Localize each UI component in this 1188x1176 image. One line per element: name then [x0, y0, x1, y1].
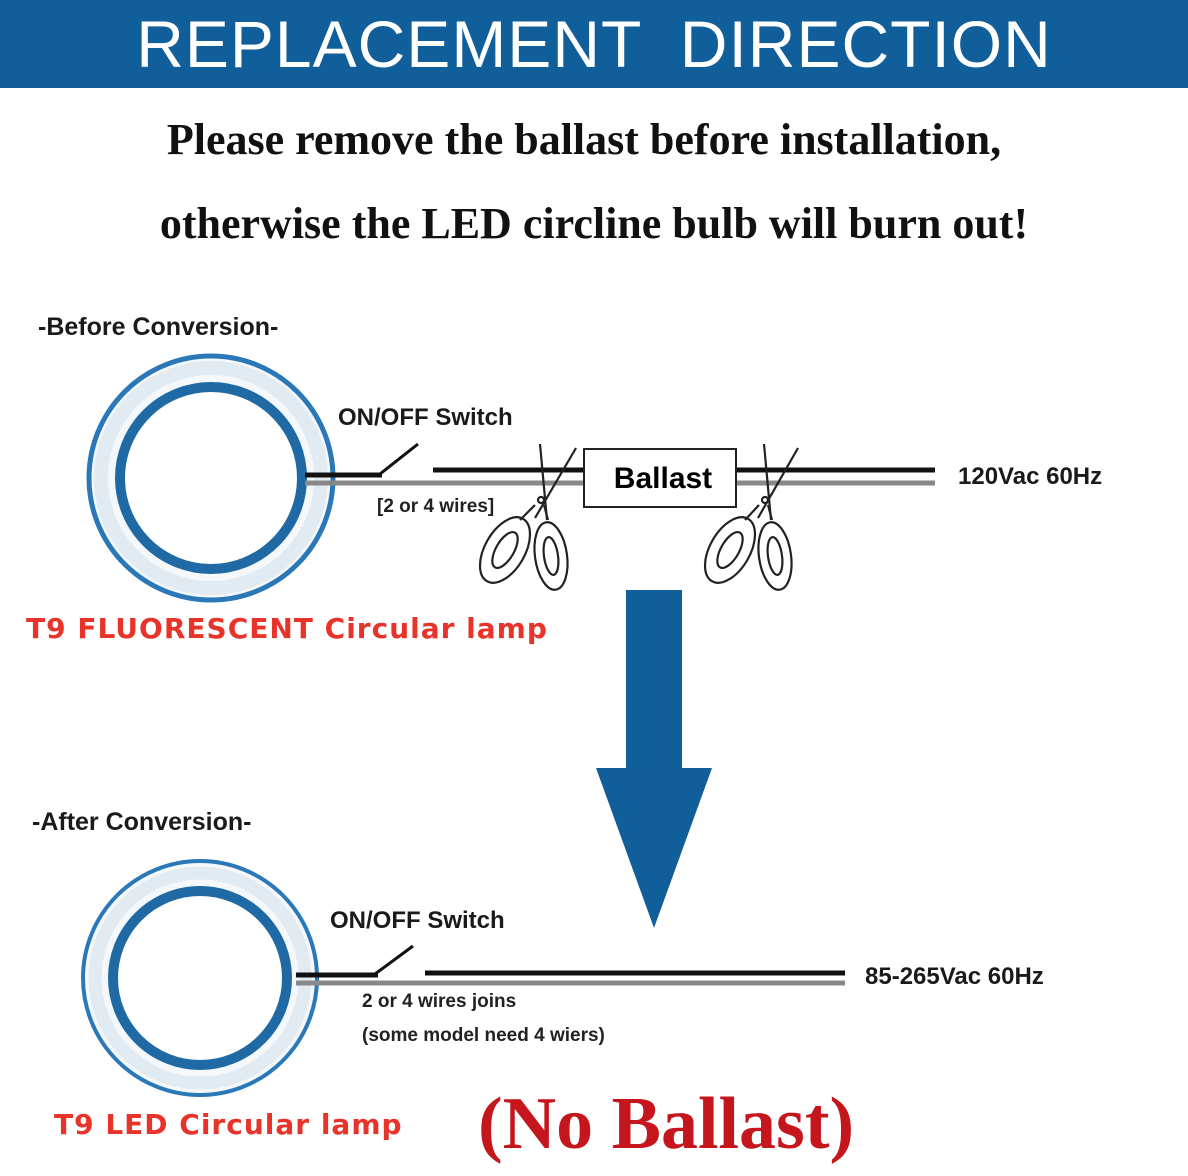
- ballast-label: Ballast: [614, 462, 712, 495]
- after-wires-note: (some model need 4 wiers): [362, 1025, 605, 1046]
- page-title: REPLACEMENT DIRECTION: [136, 7, 1052, 81]
- after-switch-label: ON/OFF Switch: [330, 907, 505, 934]
- before-conversion-heading: -Before Conversion-: [38, 313, 279, 341]
- after-wires-label: 2 or 4 wires joins: [362, 991, 517, 1012]
- after-voltage-label: 85-265Vac 60Hz: [865, 963, 1044, 990]
- ballast-box: [583, 448, 737, 508]
- fluorescent-lamp-icon: [86, 353, 336, 603]
- before-switch-label: ON/OFF Switch: [338, 404, 513, 431]
- down-arrow-icon: [596, 590, 712, 928]
- warning-line-2: otherwise the LED circline bulb will bur…: [159, 199, 1029, 248]
- after-wiring: [296, 944, 845, 986]
- fluorescent-lamp-label: T9 FLUORESCENT Circular lamp: [26, 612, 548, 645]
- title-banner: [0, 0, 1188, 88]
- before-voltage-label: 120Vac 60Hz: [958, 463, 1103, 490]
- no-ballast-label: (No Ballast): [478, 1083, 855, 1165]
- scissors-icon: [478, 443, 577, 591]
- before-wires-label: [2 or 4 wires]: [377, 496, 495, 517]
- warning-line-1: Please remove the ballast before install…: [166, 115, 1002, 164]
- scissors-icon: [703, 443, 799, 591]
- before-wiring: [305, 442, 935, 486]
- after-conversion-heading: -After Conversion-: [32, 808, 252, 836]
- led-lamp-icon: [81, 859, 319, 1097]
- led-lamp-label: T9 LED Circular lamp: [54, 1108, 403, 1141]
